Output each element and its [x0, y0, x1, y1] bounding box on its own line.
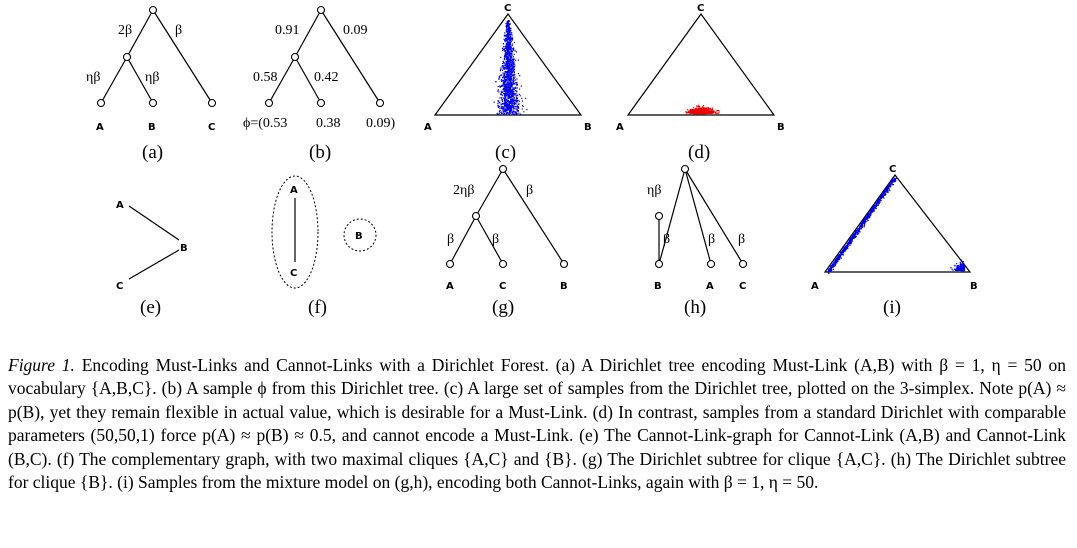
figure-1: 2β β ηβ ηβ A B C (a) 0.91 0.09 0.58 0.42… [86, 3, 978, 318]
panel-f-node: A [290, 185, 298, 196]
panel-e-sublabel: (e) [140, 297, 161, 318]
panel-d-vertex-label: B [777, 122, 785, 133]
figure-caption: Figure 1. Encoding Must-Links and Cannot… [8, 354, 1066, 494]
panel-h-edge-label: ηβ [647, 183, 661, 198]
panel-i-sublabel: (i) [883, 297, 901, 318]
panel-g-leaf: A [446, 281, 454, 292]
panel-b-phi-value: 0.09) [366, 116, 396, 131]
panel-i-vertex-label: C [889, 164, 896, 175]
panel-b-edge-label: 0.09 [343, 23, 368, 38]
panel-a-leaf: C [208, 122, 215, 133]
panel-e-node: B [180, 243, 188, 254]
panel-b-edge-label: 0.91 [275, 23, 300, 38]
panel-g-leaf: C [499, 281, 506, 292]
panel-c-sublabel: (c) [495, 142, 516, 163]
panel-a-sublabel: (a) [142, 142, 163, 163]
figure-label: Figure 1. [8, 355, 75, 375]
panel-g-leaf: B [560, 281, 568, 292]
panel-h-leaf: B [654, 281, 662, 292]
panel-e-node: C [116, 281, 123, 292]
panel-h-tree: ηβ β β β B A C (h) [647, 164, 748, 318]
panel-a-leaf: B [148, 122, 156, 133]
panel-b-tree: 0.91 0.09 0.58 0.42 ϕ=(0.53 0.38 0.09) (… [243, 5, 396, 163]
panel-d-vertex-label: A [616, 122, 624, 133]
panel-d-simplex: C A B (d) [616, 3, 785, 163]
panel-i-vertex-label: B [970, 281, 978, 292]
panel-f-node: C [290, 268, 297, 279]
panel-a-edge-label: β [175, 23, 182, 38]
panel-g-tree: 2ηβ β β β A C B (g) [445, 164, 569, 318]
panel-e-graph: A B C (e) [116, 200, 188, 318]
panel-a-tree: 2β β ηβ ηβ A B C (a) [86, 5, 217, 163]
panel-h-edge-label: β [663, 232, 670, 247]
panel-i-vertex-label: A [811, 281, 819, 292]
panel-d-sublabel: (d) [688, 142, 710, 163]
panel-h-edge-label: β [708, 232, 715, 247]
caption-text: Encoding Must-Links and Cannot-Links wit… [8, 355, 1066, 493]
panel-h-sublabel: (h) [684, 297, 706, 318]
panel-h-leaf: A [706, 281, 714, 292]
panel-g-edge-label: β [492, 232, 499, 247]
panel-f-node: B [355, 231, 363, 242]
panel-g-edge-label: β [447, 232, 454, 247]
panel-a-edge-label: ηβ [86, 70, 100, 85]
panel-c-simplex: C A B (c) [424, 3, 592, 163]
panel-b-edge-label: 0.58 [253, 70, 278, 85]
panel-g-edge-label: 2ηβ [453, 183, 474, 198]
panel-d-vertex-label: C [697, 3, 704, 14]
panel-h-edge-label: β [738, 232, 745, 247]
panel-b-phi-value: 0.38 [316, 116, 341, 131]
panel-g-sublabel: (g) [492, 297, 514, 318]
panel-a-edge-label: ηβ [145, 70, 159, 85]
panel-c-vertex-label: A [424, 122, 432, 133]
panel-f-sublabel: (f) [308, 297, 327, 318]
panel-b-phi-value: ϕ=(0.53 [243, 116, 287, 131]
panel-e-node: A [116, 200, 124, 211]
panel-a-edge-label: 2β [118, 23, 132, 38]
panel-i-simplex: C A B (i) [811, 164, 978, 318]
panel-b-edge-label: 0.42 [314, 70, 339, 85]
panel-c-vertex-label: C [504, 3, 511, 14]
panel-h-leaf: C [739, 281, 746, 292]
panel-f-graph: A C B (f) [271, 175, 377, 318]
panel-b-sublabel: (b) [309, 142, 331, 163]
panel-a-leaf: A [96, 122, 104, 133]
panel-g-edge-label: β [526, 183, 533, 198]
panel-c-vertex-label: B [584, 122, 592, 133]
